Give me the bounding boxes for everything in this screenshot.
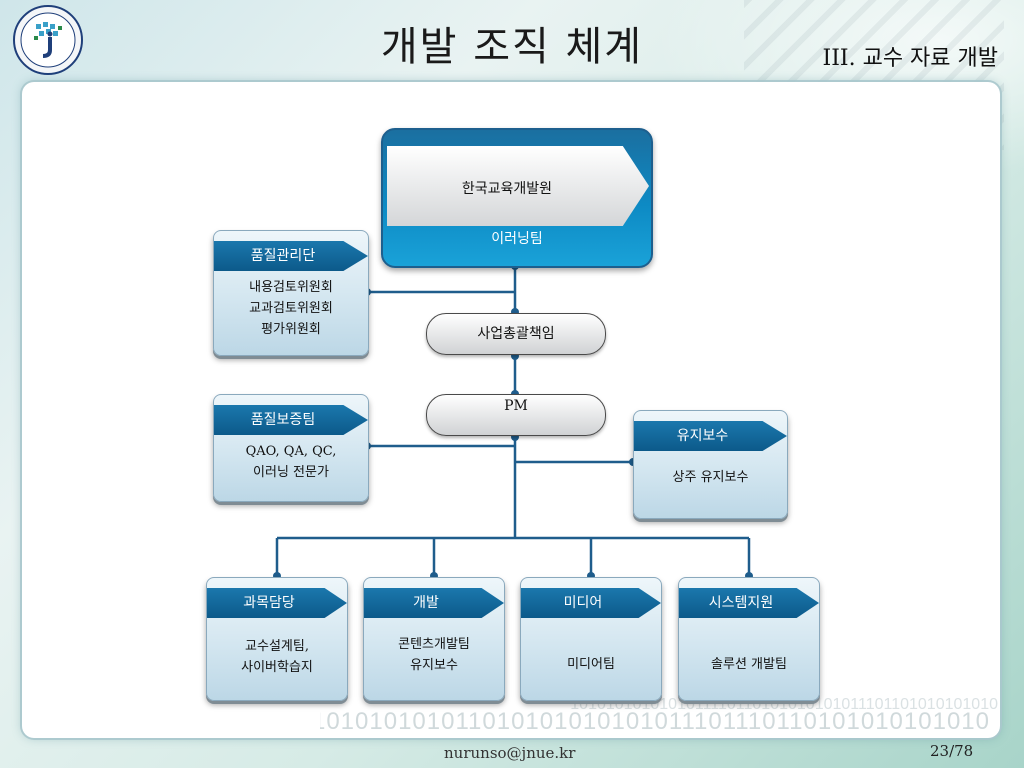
team-label-media: 미디어 bbox=[563, 595, 603, 611]
team-body-development: 콘텐츠개발팀 유지보수 bbox=[364, 634, 504, 676]
team-body-subject: 교수설계팀, 사이버학습지 bbox=[207, 636, 347, 678]
quality-assurance-body: QAO, QA, QC, 이러닝 전문가 bbox=[214, 441, 368, 483]
team-development-line-2: 유지보수 bbox=[410, 658, 458, 673]
quality-assurance-card: 품질보증팀 QAO, QA, QC, 이러닝 전문가 bbox=[213, 394, 369, 502]
committee-content-review: 내용검토위원회 bbox=[249, 280, 333, 295]
kedi-elearning-box: 한국교육개발원 이러닝팀 bbox=[381, 128, 653, 268]
quality-management-body: 내용검토위원회 교과검토위원회 평가위원회 bbox=[214, 277, 368, 340]
team-development-line-1: 콘텐츠개발팀 bbox=[398, 637, 470, 652]
team-card-development: 개발 콘텐츠개발팀 유지보수 bbox=[363, 577, 505, 701]
maintenance-body: 상주 유지보수 bbox=[634, 467, 787, 488]
team-card-subject: 과목담당 교수설계팀, 사이버학습지 bbox=[206, 577, 348, 701]
team-card-media: 미디어 미디어팀 bbox=[520, 577, 662, 701]
quality-management-label: 품질관리단 bbox=[250, 248, 316, 264]
kedi-title: 한국교육개발원 bbox=[461, 181, 553, 197]
team-label-system: 시스템지원 bbox=[708, 595, 774, 611]
section-label: III. 교수 자료 개발 bbox=[822, 46, 998, 71]
team-tab-subject: 과목담당 bbox=[207, 588, 347, 618]
team-label-development: 개발 bbox=[413, 595, 439, 611]
team-body-system: 솔루션 개발팀 bbox=[679, 654, 819, 675]
qa-roles: QAO, QA, QC, bbox=[245, 444, 337, 459]
team-card-system: 시스템지원 솔루션 개발팀 bbox=[678, 577, 820, 701]
resident-maintenance: 상주 유지보수 bbox=[672, 470, 749, 485]
quality-management-tab: 품질관리단 bbox=[214, 241, 368, 271]
elearning-team-label: 이러닝팀 bbox=[491, 231, 543, 247]
team-subject-line-2: 사이버학습지 bbox=[241, 660, 313, 675]
pm-pill: PM bbox=[426, 394, 606, 436]
binary-row-1: 1010101010101011110110101010101011101101… bbox=[570, 696, 998, 713]
team-body-media: 미디어팀 bbox=[521, 654, 661, 675]
team-system-line-1: 솔루션 개발팀 bbox=[711, 657, 787, 672]
pm-label: PM bbox=[504, 398, 528, 414]
team-media-line-1: 미디어팀 bbox=[567, 657, 615, 672]
page-number: 23/78 bbox=[930, 742, 974, 760]
maintenance-card: 유지보수 상주 유지보수 bbox=[633, 410, 788, 519]
binary-decoration: 1010101010101011110110101010101011101101… bbox=[320, 678, 1000, 738]
team-subject-line-1: 교수설계팀, bbox=[245, 639, 309, 654]
elearning-experts: 이러닝 전문가 bbox=[253, 465, 329, 480]
team-label-subject: 과목담당 bbox=[243, 595, 295, 611]
project-manager-label: 사업총괄책임 bbox=[477, 326, 555, 342]
kedi-arrow-banner bbox=[387, 146, 649, 226]
team-tab-development: 개발 bbox=[364, 588, 504, 618]
project-manager-pill: 사업총괄책임 bbox=[426, 313, 606, 355]
maintenance-label: 유지보수 bbox=[676, 428, 729, 444]
slide-title: 개발 조직 체계 bbox=[380, 24, 644, 70]
footer-email: nurunso@jnue.kr bbox=[444, 744, 576, 762]
team-tab-media: 미디어 bbox=[521, 588, 661, 618]
committee-curriculum-review: 교과검토위원회 bbox=[249, 301, 333, 316]
binary-row-2: 0101010101010101101010101010101110111011… bbox=[320, 708, 990, 735]
quality-assurance-label: 품질보증팀 bbox=[250, 412, 316, 428]
quality-management-card: 품질관리단 내용검토위원회 교과검토위원회 평가위원회 bbox=[213, 230, 369, 356]
quality-assurance-tab: 품질보증팀 bbox=[214, 405, 368, 435]
maintenance-tab: 유지보수 bbox=[634, 421, 787, 451]
team-tab-system: 시스템지원 bbox=[679, 588, 819, 618]
committee-evaluation: 평가위원회 bbox=[261, 322, 321, 337]
university-logo bbox=[13, 5, 83, 75]
